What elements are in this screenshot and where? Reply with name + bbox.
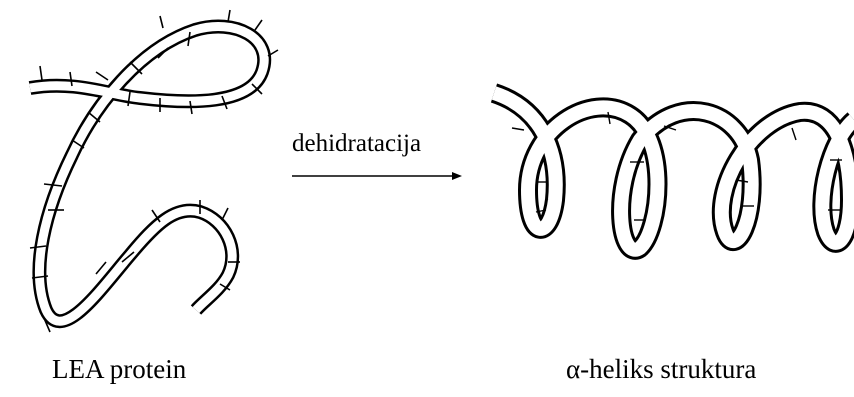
- alpha-helix: [494, 93, 854, 250]
- lea-protein-label: LEA protein: [52, 354, 186, 385]
- dehydration-label: dehidratacija: [292, 130, 421, 158]
- dehydration-arrow: [292, 172, 462, 180]
- lea-protein-coil: [30, 10, 278, 332]
- alpha-helix-label: α-heliks struktura: [566, 354, 756, 385]
